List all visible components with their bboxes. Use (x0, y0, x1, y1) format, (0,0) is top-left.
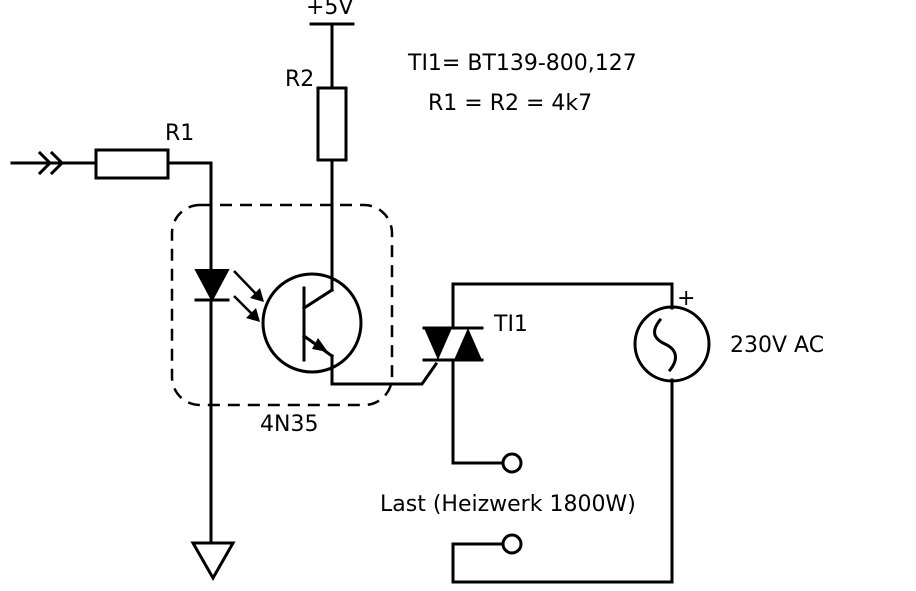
led-diode (194, 269, 230, 303)
ac-source (633, 305, 711, 383)
label-source: 230V AC (730, 333, 824, 358)
label-supply: +5V (306, 0, 353, 20)
note-resistor-values: R1 = R2 = 4k7 (428, 91, 592, 116)
label-r1: R1 (165, 121, 194, 146)
load-terminal-top (501, 452, 523, 474)
label-r2: R2 (285, 67, 314, 92)
led-branch-wire (166, 161, 213, 545)
light-arrows (233, 270, 264, 322)
mains-wiring (451, 282, 674, 584)
ground-symbol (190, 541, 236, 582)
label-source-polarity: + (677, 286, 695, 311)
emitter-to-gate-wire (330, 354, 439, 386)
label-optocoupler: 4N35 (260, 412, 318, 437)
label-triac: TI1 (493, 312, 528, 337)
note-triac-part: TI1= BT139-800,127 (407, 51, 637, 76)
resistor-r1 (94, 148, 170, 180)
optocoupler-outline (170, 203, 394, 407)
supply-rail (309, 22, 355, 90)
phototransistor (261, 272, 363, 374)
label-load: Last (Heizwerk 1800W) (380, 492, 636, 517)
input-connector (10, 150, 98, 176)
resistor-r2 (316, 86, 348, 162)
load-terminal-bottom (501, 533, 523, 555)
triac (422, 282, 484, 465)
